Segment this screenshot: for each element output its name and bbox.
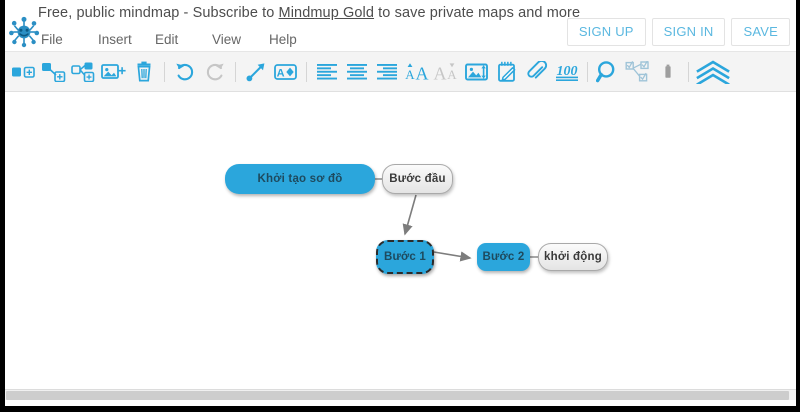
text-color-icon[interactable]: A: [271, 55, 301, 89]
sign-up-button[interactable]: SIGN UP: [566, 18, 646, 46]
node-label: Khởi tạo sơ đồ: [257, 173, 343, 185]
menu-edit[interactable]: Edit: [155, 32, 179, 47]
increase-font-size-icon[interactable]: A A: [402, 55, 432, 89]
note-icon[interactable]: [492, 55, 522, 89]
menu-view[interactable]: View: [212, 32, 242, 47]
align-right-icon[interactable]: [372, 55, 402, 89]
add-image-icon[interactable]: [99, 55, 129, 89]
mindmap-node-buoc-dau[interactable]: Bước đầu: [382, 164, 453, 194]
main-toolbar: A: [5, 52, 796, 92]
app-header: Free, public mindmap - Subscribe to Mind…: [5, 0, 796, 52]
measurement-100-icon[interactable]: 100: [552, 55, 582, 89]
svg-text:A: A: [447, 67, 457, 82]
mindmap-connectors: [375, 178, 538, 262]
mindmup-gold-link[interactable]: Mindmup Gold: [278, 5, 375, 21]
checklist-flow-icon: [623, 55, 653, 89]
image-resize-icon[interactable]: [462, 55, 492, 89]
promo-banner: Free, public mindmap - Subscribe to Mind…: [38, 5, 580, 21]
header-actions: SIGN UP SIGN IN SAVE: [566, 18, 790, 46]
connector-buoc-1-to-buoc-2: [433, 251, 472, 262]
mindmap-node-khoi-tao-so-do[interactable]: Khởi tạo sơ đồ: [225, 164, 375, 194]
add-subtree-idea-icon[interactable]: [69, 55, 99, 89]
add-child-idea-icon[interactable]: [39, 55, 69, 89]
mindmap-node-buoc-1[interactable]: Bước 1: [376, 240, 434, 274]
mindmap-node-buoc-2[interactable]: Bước 2: [477, 243, 530, 271]
horizontal-scrollbar-thumb[interactable]: [6, 391, 790, 400]
align-left-icon[interactable]: [312, 55, 342, 89]
menu-help[interactable]: Help: [269, 32, 297, 47]
svg-text:100: 100: [557, 64, 578, 79]
banner-suffix: to save private maps and more: [374, 5, 581, 21]
toolbar-separator-3: [306, 61, 307, 82]
delete-trash-icon[interactable]: [129, 55, 159, 89]
menu-file[interactable]: File: [41, 32, 63, 47]
toolbar-separator-4: [587, 61, 588, 82]
menu-bar: File Insert Edit View Help: [41, 30, 326, 49]
undo-icon[interactable]: [170, 55, 200, 89]
horizontal-scrollbar[interactable]: [5, 389, 796, 400]
sign-in-button[interactable]: SIGN IN: [651, 18, 726, 46]
collapse-chevrons-icon[interactable]: [694, 55, 732, 89]
redo-icon: [200, 55, 230, 89]
toolbar-separator-5: [688, 61, 689, 82]
svg-text:A: A: [416, 63, 429, 82]
connector-arrow-icon[interactable]: [241, 55, 271, 89]
banner-prefix: Free, public mindmap - Subscribe to: [38, 5, 279, 21]
menu-insert[interactable]: Insert: [98, 32, 132, 47]
zoom-search-icon[interactable]: [593, 55, 623, 89]
svg-text:A: A: [277, 67, 285, 79]
save-button[interactable]: SAVE: [731, 18, 790, 46]
mindmap-canvas[interactable]: Khởi tạo sơ đồ Bước đầu Bước 1 Bước 2 kh…: [5, 92, 796, 400]
add-sibling-idea-icon[interactable]: [9, 55, 39, 89]
svg-text:A: A: [405, 67, 415, 82]
node-label: Bước đầu: [389, 173, 446, 185]
mindmap-node-khoi-dong[interactable]: khởi động: [538, 243, 608, 271]
node-label: Bước 2: [482, 251, 525, 263]
mindmup-logo-icon[interactable]: [7, 14, 41, 48]
connector-buoc-dau-to-buoc-1: [402, 194, 417, 236]
node-label: khởi động: [544, 251, 602, 263]
node-label: Bước 1: [384, 251, 426, 263]
toolbar-separator-2: [235, 61, 236, 82]
attachment-clip-icon[interactable]: [522, 55, 552, 89]
decrease-font-size-icon: A A: [432, 55, 462, 89]
svg-text:A: A: [434, 63, 447, 82]
toolbar-separator-1: [164, 61, 165, 82]
battery-icon: [653, 55, 683, 89]
align-center-icon[interactable]: [342, 55, 372, 89]
